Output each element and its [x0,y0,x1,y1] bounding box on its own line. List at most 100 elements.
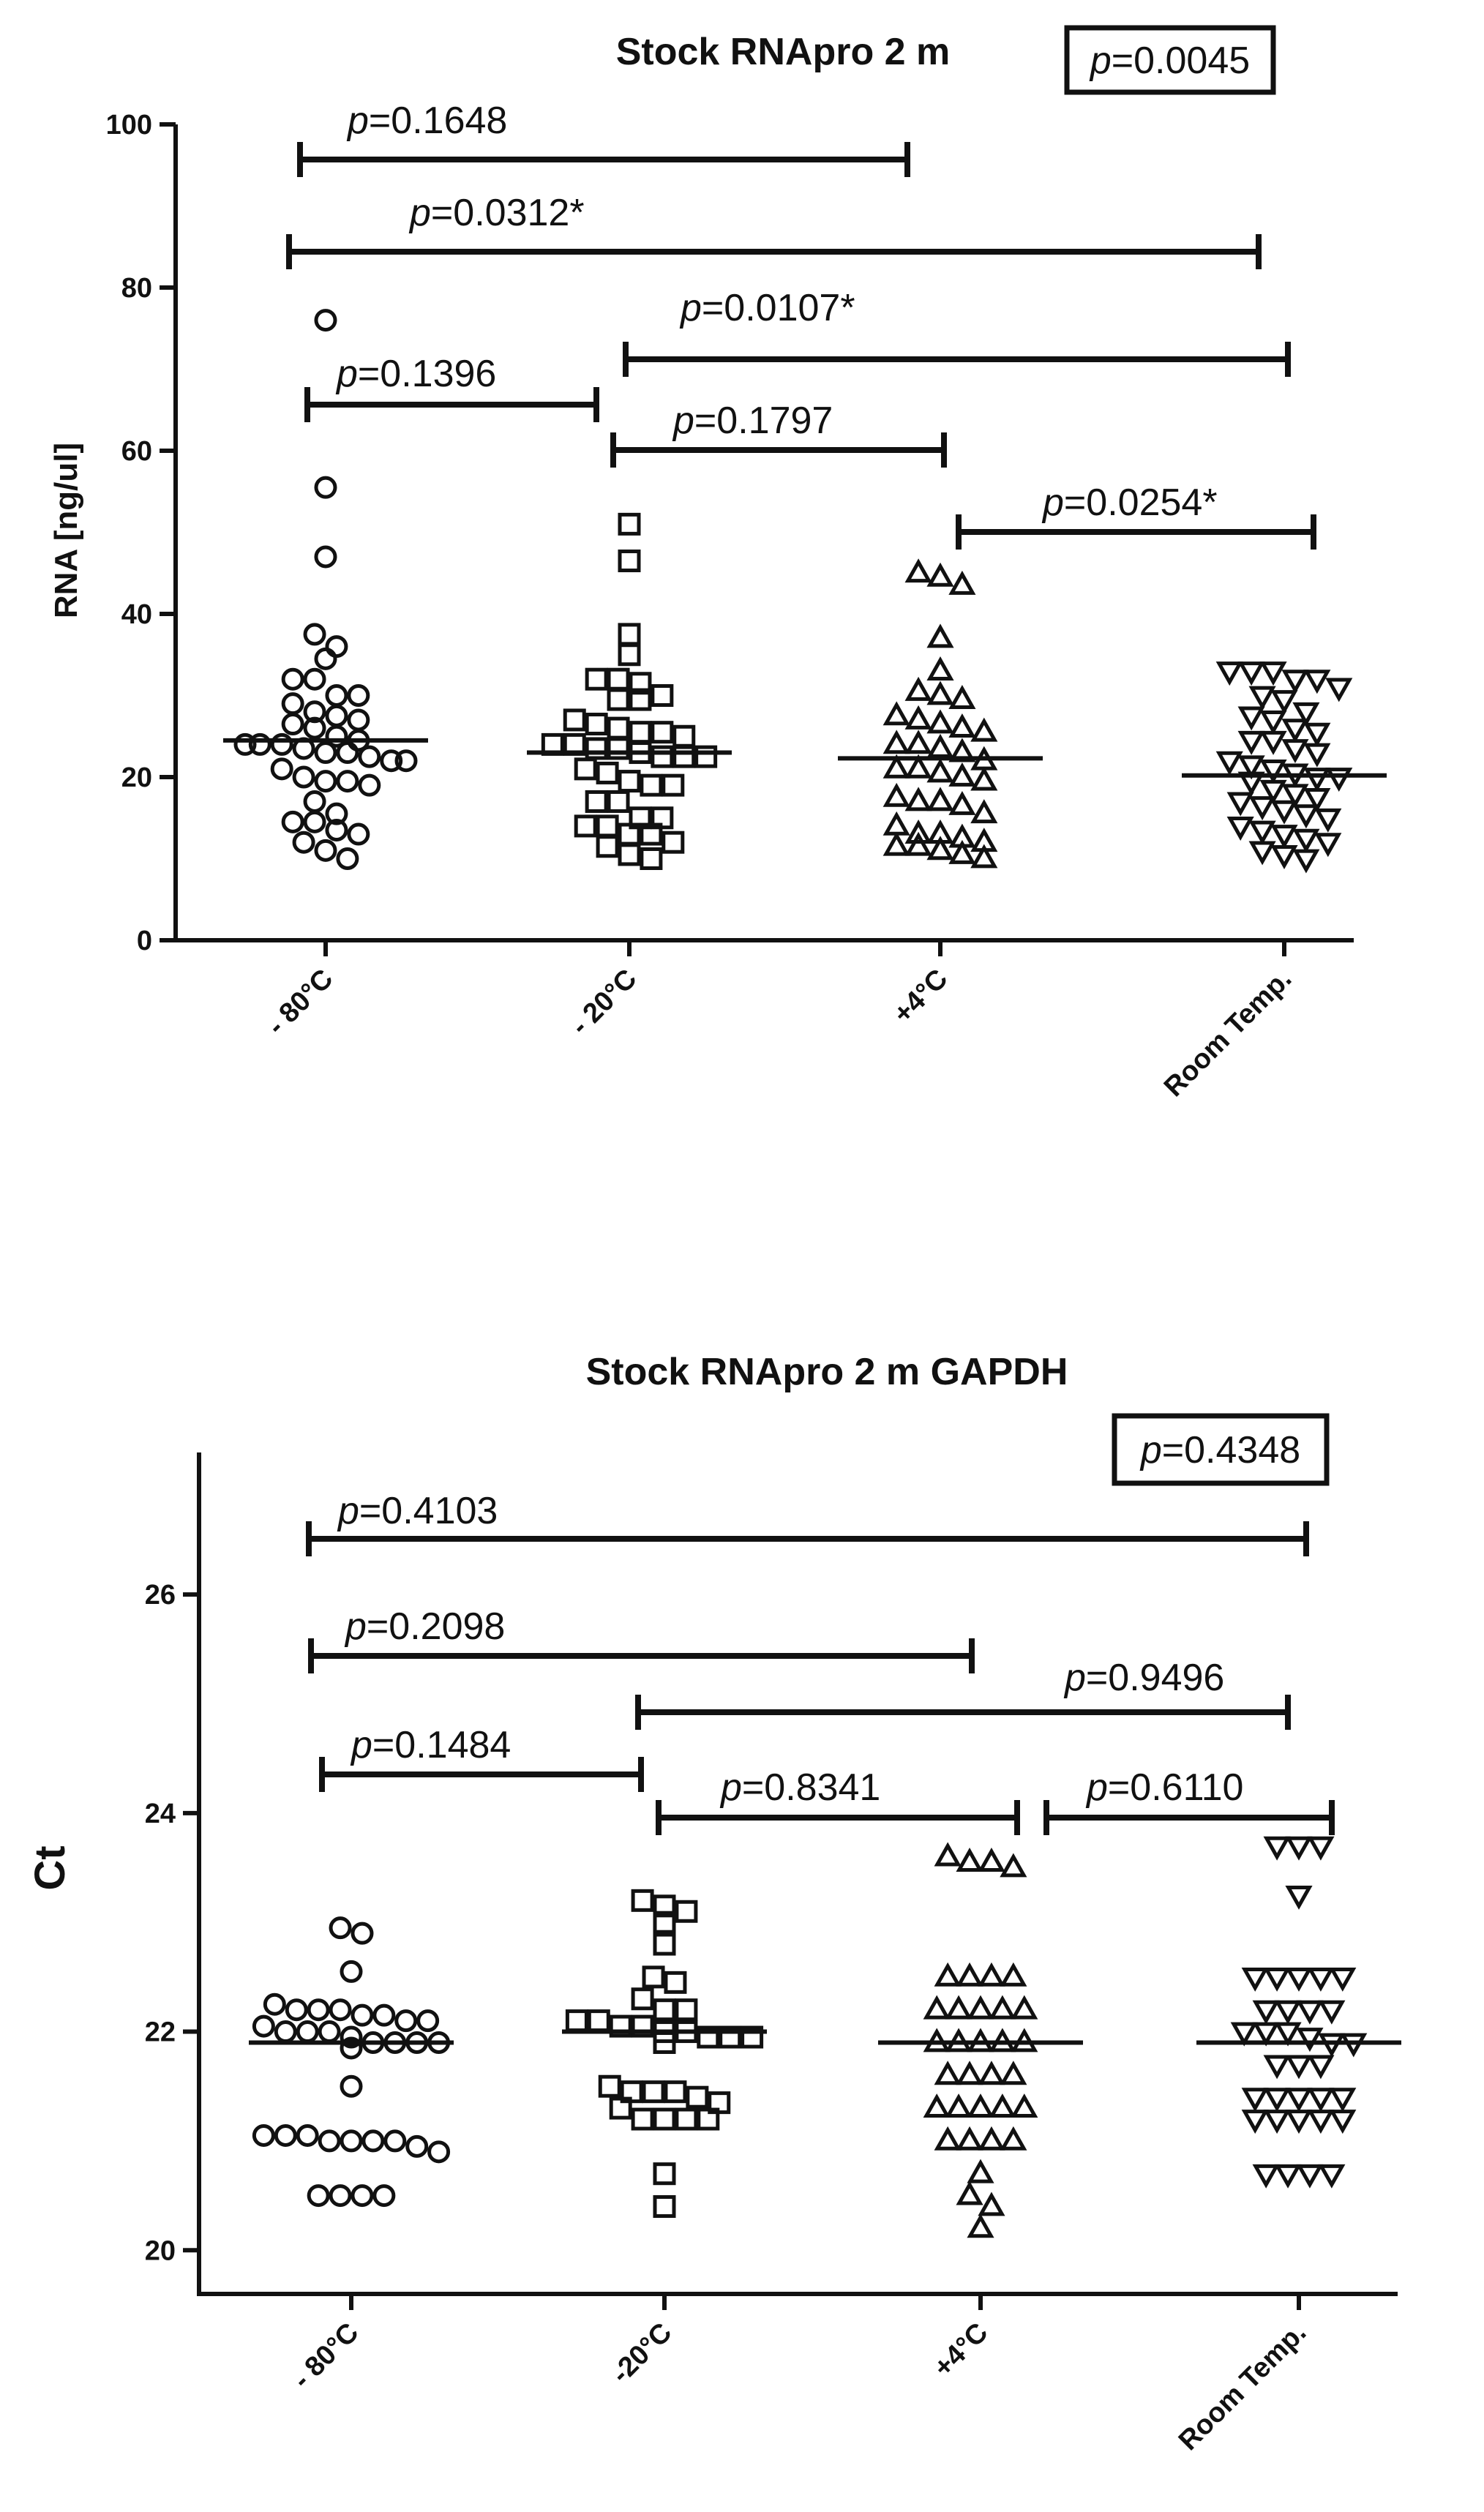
data-point-square [672,745,696,768]
data-point-circle [307,2184,330,2208]
data-point-triangle-down [1226,817,1254,841]
data-point-circle [380,749,403,773]
data-point-triangle-down [1270,800,1298,825]
data-point-triangle-down [1263,1967,1291,1992]
data-point-triangle-down [1285,1967,1313,1992]
y-tick-label: 22 [145,2017,176,2048]
data-point-square [629,672,652,695]
data-point-triangle [904,831,932,856]
data-point-triangle-down [1292,702,1320,727]
data-point-square [585,737,608,760]
data-point-triangle [934,1842,962,1867]
y-tick-label: 60 [121,436,152,467]
data-point-square [697,2025,720,2049]
x-category-label: - 20°C [565,964,642,1041]
data-point-circle [351,1922,374,1945]
data-point-triangle [904,705,932,730]
data-point-triangle [1000,1853,1027,1878]
data-point-triangle-down [1237,755,1265,780]
data-point-circle [318,2129,341,2153]
data-point-square [675,2107,698,2131]
data-point-triangle [967,2159,994,2183]
data-point-triangle-down [1285,2088,1313,2112]
data-point-triangle [978,1848,1005,1872]
data-point-triangle-down [1241,1967,1269,1992]
data-point-circle [351,2003,374,2027]
data-point-triangle [926,562,954,587]
data-point-triangle [967,2093,994,2118]
data-point-circle [233,732,257,756]
data-point-triangle-down [1248,841,1276,866]
data-point-triangle-down [1285,2110,1313,2134]
data-point-square [618,770,641,793]
data-point-circle [303,667,326,691]
data-point-triangle-down [1307,1967,1335,1992]
data-point-triangle [956,2181,983,2205]
data-point-square [631,1889,654,1912]
data-point-triangle-down [1296,2028,1324,2052]
p-value-label: p=0.2098 [344,1605,505,1648]
data-point-triangle-down [1318,2164,1346,2189]
p-value-label: p=0.0107* [679,287,855,329]
data-point-triangle-down [1215,751,1243,776]
data-point-square [574,814,597,838]
data-point-triangle-down [1263,2110,1291,2134]
data-point-triangle-down [1314,833,1342,858]
data-point-circle [274,2020,297,2044]
data-point-square [653,1894,676,1918]
y-tick-label: 20 [145,2235,176,2266]
data-point-triangle [948,762,976,787]
y-axis-label: Ct [26,1845,74,1890]
data-point-triangle-down [1274,2164,1302,2189]
data-point-triangle-down [1303,768,1331,792]
x-category-label: Room Temp. [1173,2317,1312,2456]
data-point-triangle-down [1259,661,1287,686]
data-point-circle [270,757,293,781]
data-point-square [631,2107,654,2131]
p-value-label: p=0.6110 [1085,1766,1243,1809]
data-point-triangle-down [1285,2055,1313,2080]
data-point-triangle-down [1307,2110,1335,2134]
data-point-triangle-down [1263,2055,1291,2080]
data-point-triangle [882,831,910,856]
data-point-triangle-down [1285,1885,1313,1910]
data-point-circle [314,741,337,765]
data-point-triangle [934,2061,962,2085]
data-point-triangle [978,2061,1005,2085]
overall-p-value: p=0.4348 [1139,1429,1300,1471]
data-point-triangle-down [1241,2088,1269,2112]
data-point-square [664,1971,687,1994]
data-point-circle [314,476,337,499]
data-point-circle [358,773,381,797]
data-point-triangle [970,799,998,824]
data-point-triangle [934,1962,962,1987]
data-point-circle [427,2140,451,2164]
data-point-triangle [945,2093,973,2118]
data-point-triangle-down [1307,1836,1335,1861]
data-point-triangle [970,766,998,791]
data-point-square [585,713,608,736]
data-point-triangle [948,790,976,815]
data-point-triangle [1011,2093,1038,2118]
y-tick-label: 26 [145,1580,176,1611]
data-point-triangle-down [1329,1967,1357,1992]
data-point-square [607,716,630,740]
data-point-circle [329,1998,352,2022]
data-point-circle [274,2123,297,2147]
data-point-triangle [926,709,954,734]
data-point-circle [372,2184,396,2208]
data-point-circle [248,732,271,756]
data-point-triangle-down [1270,845,1298,869]
data-point-circle [307,1998,330,2022]
data-point-square [719,2025,742,2049]
data-point-triangle-down [1318,2000,1346,2025]
data-point-square [653,2107,676,2131]
data-point-square [618,843,641,866]
data-point-triangle [989,2093,1016,2118]
p-value-label: p=0.0254* [1041,481,1218,524]
data-point-triangle-down [1263,2088,1291,2112]
data-point-circle [383,2129,407,2153]
data-point-triangle [945,1995,973,2020]
y-axis-label: RNA [ng/ul] [48,443,84,618]
